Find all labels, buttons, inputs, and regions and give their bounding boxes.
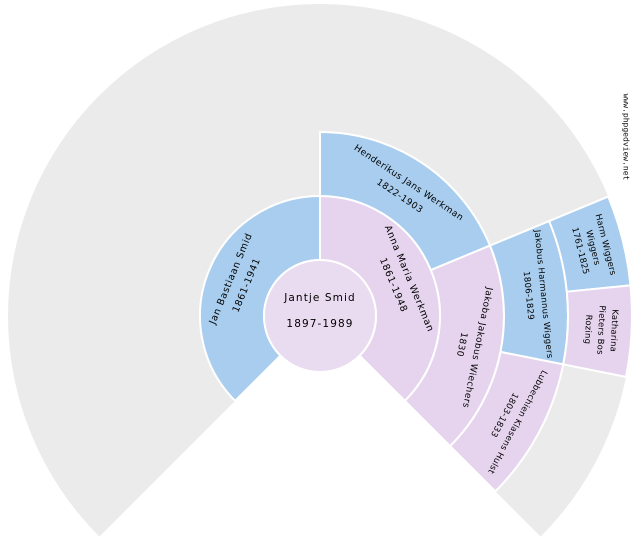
person-name-line: Pieters Bos bbox=[593, 304, 607, 355]
watermark-url: www.phpgedview.net bbox=[621, 93, 631, 181]
center-person-dates: 1897-1989 bbox=[286, 318, 354, 330]
sector-great-great-grandmother-rozing[interactable] bbox=[562, 284, 633, 378]
center-person-label[interactable]: Jantje Smid 1897-1989 bbox=[284, 292, 356, 330]
center-person-circle[interactable] bbox=[263, 259, 377, 373]
sector-great-grandmother-hulst[interactable] bbox=[449, 350, 565, 493]
center-person-name: Jantje Smid bbox=[284, 292, 356, 304]
